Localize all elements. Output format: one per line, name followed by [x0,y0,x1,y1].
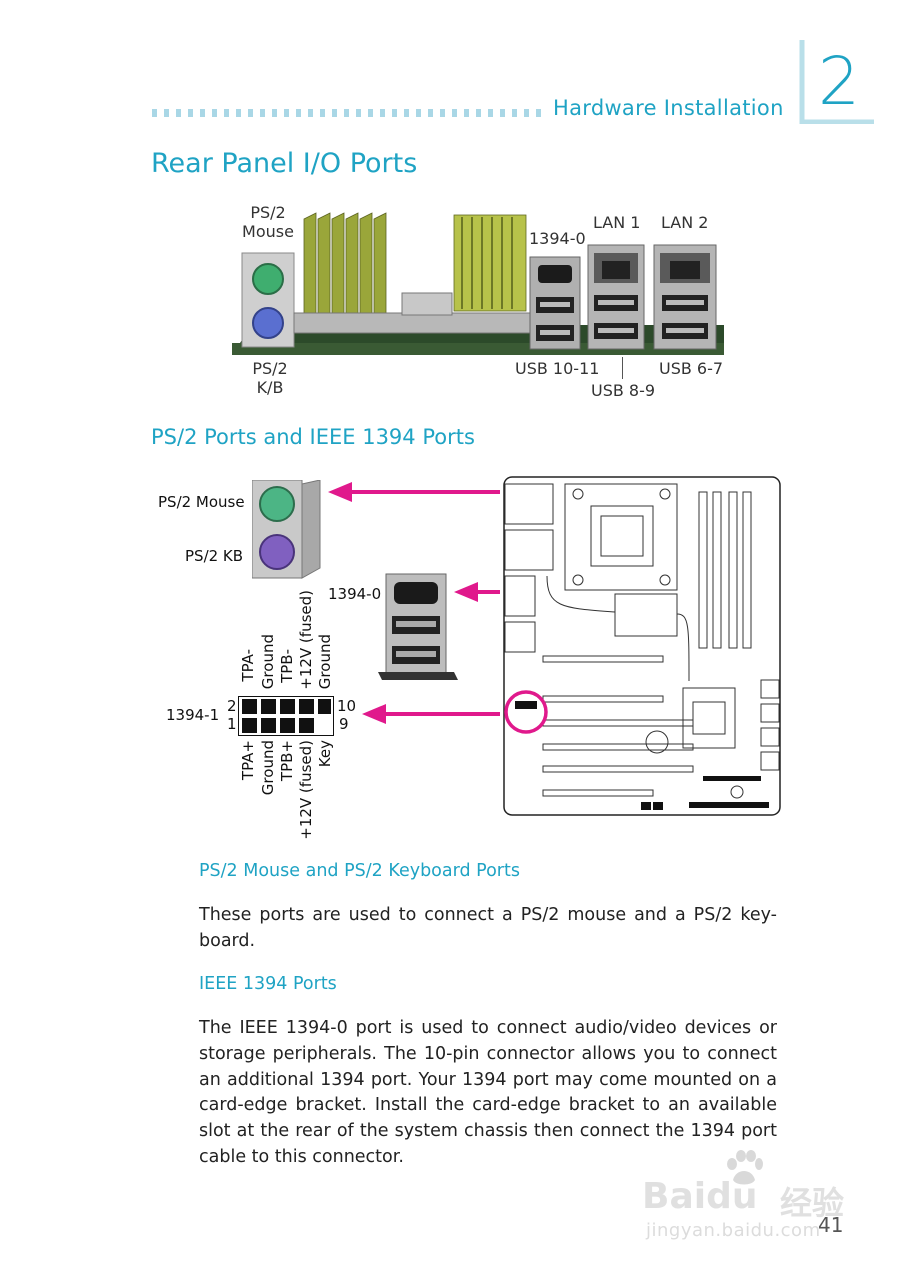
pin-bottom-3: TPB+ [278,740,296,782]
label-divider [622,357,623,379]
pin-2-label: 2 [227,697,237,715]
pin-10-label: 10 [337,697,357,715]
pin-bottom-4: +12V (fused) [297,740,315,840]
detail-1394-0: 1394-0 [328,585,382,603]
watermark-brand: Baidu [642,1176,758,1217]
pin-top-3: TPB- [278,649,296,683]
label-usb-6-7: USB 6-7 [659,359,724,378]
label-1394-0: 1394-0 [529,229,586,248]
section-heading-1394: IEEE 1394 Ports [199,974,337,994]
pin-9-label: 9 [339,715,349,733]
section-body-1394: The IEEE 1394-0 port is used to connect … [199,1018,777,1167]
detail-ps2-mouse: PS/2 Mouse [158,493,245,511]
watermark-url: jingyan.baidu.com [646,1220,821,1241]
header-section-label: Hardware Installation [553,96,784,120]
section-heading-ps2: PS/2 Mouse and PS/2 Keyboard Ports [199,861,520,881]
paw-icon [727,1150,763,1185]
pin-1-label: 1 [227,715,237,733]
label-ps2-kb: PS/2 K/B [252,359,288,397]
detail-1394-1: 1394-1 [166,706,220,724]
label-lan1: LAN 1 [593,213,641,232]
ps2-closeup [252,480,321,579]
label-usb-8-9: USB 8-9 [591,381,656,400]
page-number: 41 [818,1213,844,1237]
pin-bottom-1: TPA+ [239,740,257,781]
pin-bottom-5: Key [316,740,334,768]
pin-top-1: TPA- [239,649,257,682]
chapter-number: 2 [818,43,860,120]
motherboard-diagram [503,476,781,816]
baidu-watermark: Baidu 经验 jingyan.baidu.com [642,1150,854,1250]
callout-arrows [328,482,500,724]
pin-top-2: Ground [259,634,277,690]
pin-bottom-2: Ground [259,740,277,796]
label-ps2-mouse: PS/2 Mouse [242,203,294,241]
subsection-title: PS/2 Ports and IEEE 1394 Ports [151,425,475,449]
pin-top-4: +12V (fused) [297,590,315,690]
rear-panel-photo [232,212,724,355]
port-1394-closeup [378,573,458,680]
chapter-tab [799,40,874,124]
section-body-ps2: These ports are used to connect a PS/2 m… [199,905,777,951]
label-lan2: LAN 2 [661,213,709,232]
pin-header-1394-1 [238,696,334,736]
watermark-cn: 经验 [780,1184,845,1222]
label-usb-10-11: USB 10-11 [515,359,600,378]
header-dotted-rule [152,109,544,117]
detail-ps2-kb: PS/2 KB [185,547,244,565]
page-title: Rear Panel I/O Ports [151,148,418,179]
